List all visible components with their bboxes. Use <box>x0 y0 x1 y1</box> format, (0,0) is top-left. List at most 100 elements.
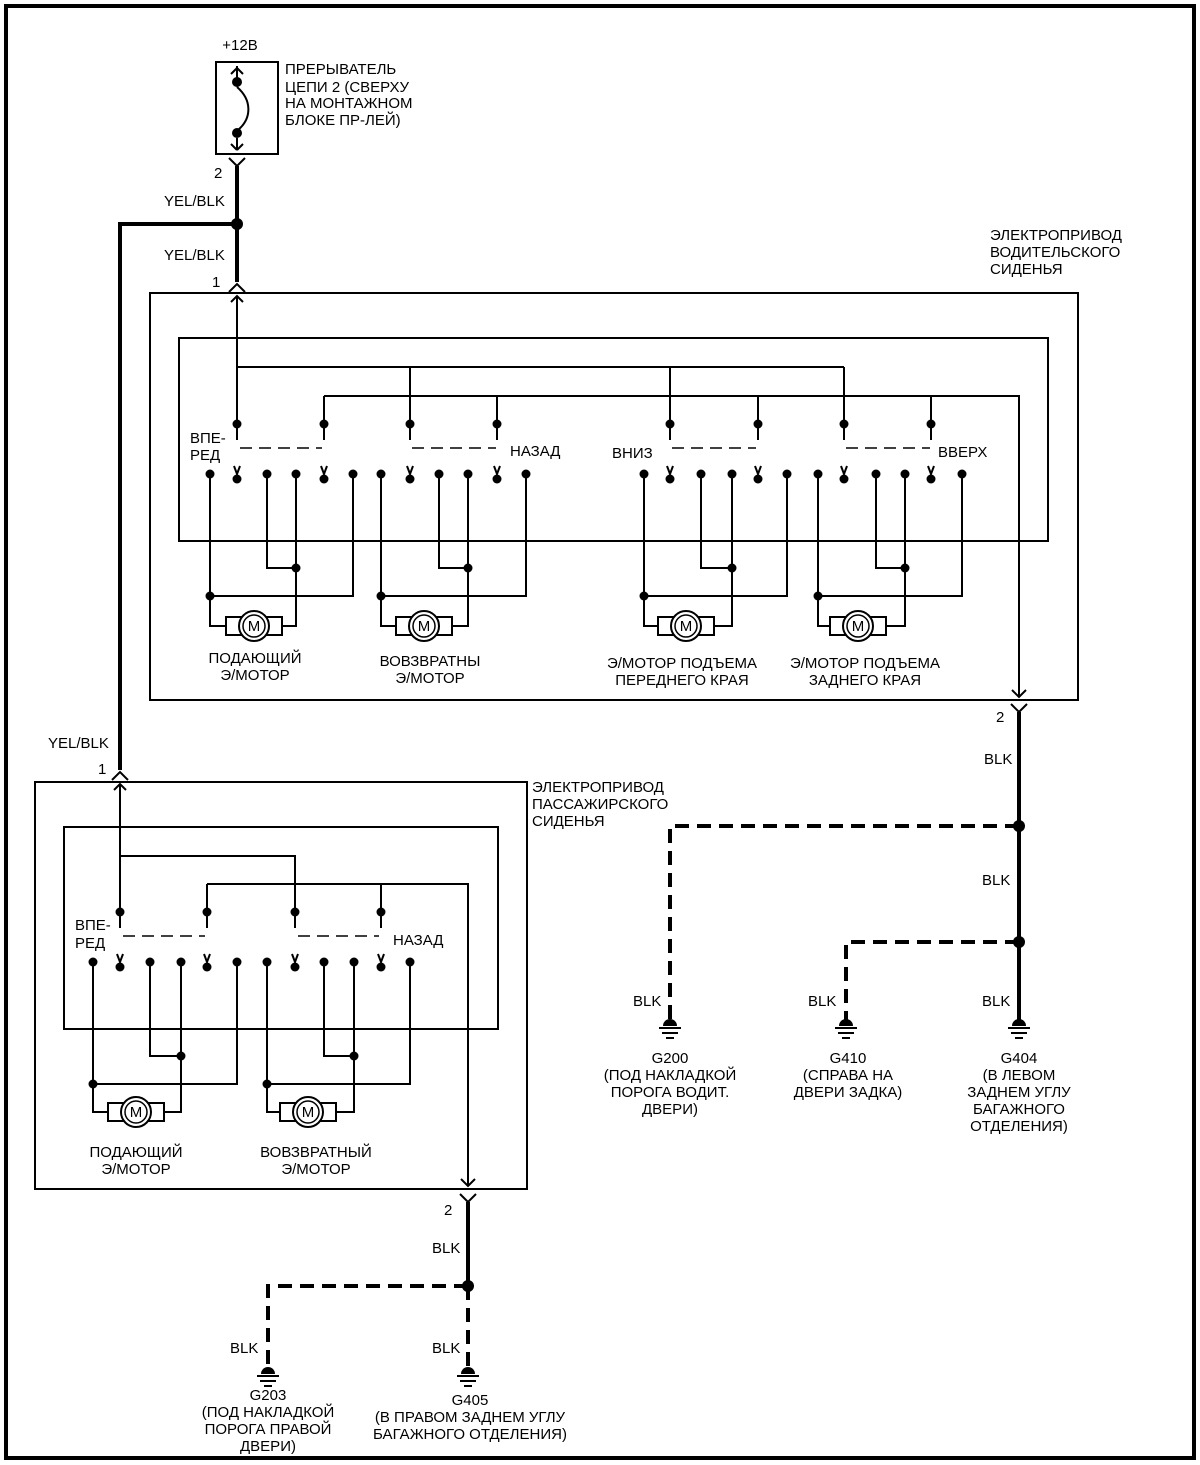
switch-blade <box>840 424 848 477</box>
breaker-label-line-2: ЦЕПИ 2 (СВЕРХУ <box>285 79 410 96</box>
passenger-seat-title-1: ЭЛЕКТРОПРИВОД <box>532 779 664 796</box>
ground-g404-line-4: ОТДЕЛЕНИЯ) <box>970 1118 1068 1135</box>
driver-ground-bus <box>323 395 1020 697</box>
driver-switch-down-label: ВНИЗ <box>612 445 653 462</box>
ground-g404-line-2: ЗАДНЕМ УГЛУ <box>967 1084 1071 1101</box>
connector-breaker-pin-2 <box>228 157 246 168</box>
driver-motor-2-label-1: ВОВЗВРАТНЫ <box>380 653 481 670</box>
wire-label-blk-g404: BLK <box>982 993 1010 1010</box>
ground-g200-line-3: ДВЕРИ) <box>642 1101 698 1118</box>
driver-seat-title-2: ВОДИТЕЛЬСКОГО <box>990 244 1120 261</box>
switch-contact-dot <box>319 474 329 484</box>
ground-icon <box>839 1019 853 1026</box>
passenger-motor-2-label-1: ВОВЗВРАТНЫЙ <box>260 1143 372 1161</box>
switch-contact-dot <box>115 962 125 972</box>
wire-label-blk-d2: BLK <box>982 872 1010 889</box>
passenger-switch-panel <box>63 826 499 1030</box>
passenger-switch-forward-label-2: РЕД <box>75 935 105 952</box>
wire <box>323 962 355 1057</box>
driver-switch-forward-label-1: ВПЕ- <box>190 430 226 447</box>
motor-inner-circle <box>124 1100 148 1124</box>
wire-label-blk-g203: BLK <box>230 1340 258 1357</box>
switch-contact-dot <box>753 474 763 484</box>
driver-switch-blades <box>233 424 935 477</box>
driver-motor-1-label-2: Э/МОТОР <box>220 667 289 684</box>
wire-ground-g200 <box>668 824 1019 1022</box>
switch-contact-dot <box>926 474 936 484</box>
switch-blade <box>233 424 241 477</box>
driver-motor-1-label-1: ПОДАЮЩИЙ <box>208 649 301 667</box>
wire <box>266 474 297 569</box>
motor-symbol-label: M <box>248 618 261 635</box>
passenger-seat-module: ЭЛЕКТРОПРИВОД ПАССАЖИРСКОГО СИДЕНЬЯ 1 ВП… <box>34 761 668 1190</box>
wire-label-blk-g200: BLK <box>633 993 661 1010</box>
junction-dot <box>813 591 823 601</box>
driver-feed-arrow <box>230 294 244 424</box>
ground-g404-line-3: БАГАЖНОГО <box>973 1101 1065 1118</box>
passenger-switch-back-label: НАЗАД <box>393 932 443 949</box>
passenger-feed-arrow <box>113 782 127 912</box>
ground-icon <box>1012 1019 1026 1026</box>
wire <box>380 474 396 627</box>
switch-blade <box>116 912 124 965</box>
driver-seat-title-3: СИДЕНЬЯ <box>990 261 1063 278</box>
wire <box>93 962 238 1085</box>
switch-contact-dot <box>376 962 386 972</box>
switch-blade <box>754 424 762 477</box>
switch-blade <box>927 424 935 477</box>
motor-symbol-label: M <box>680 618 693 635</box>
motor-inner-circle <box>412 614 436 638</box>
connector-driver-pin-2 <box>1010 703 1028 714</box>
wire <box>209 474 226 627</box>
connector-passenger-pin-2 <box>459 1193 477 1204</box>
driver-seat-title-1: ЭЛЕКТРОПРИВОД <box>990 227 1122 244</box>
driver-switch-panel <box>178 337 1049 542</box>
wire <box>92 962 108 1113</box>
junction-dot <box>376 591 386 601</box>
switch-contact-dot <box>290 962 300 972</box>
wire <box>644 474 788 597</box>
junction-dot <box>639 591 649 601</box>
ground-icon <box>261 1367 275 1374</box>
ground-symbols <box>257 1019 1030 1387</box>
passenger-seat-title-2: ПАССАЖИРСКОГО <box>532 796 668 813</box>
wire-label-yel-blk-1: YEL/BLK <box>164 193 225 210</box>
driver-motor-3-label-1: Э/МОТОР ПОДЪЕМА <box>607 655 757 672</box>
passenger-switch-junctions <box>88 907 415 972</box>
junction-dot <box>88 1079 98 1089</box>
motor-symbol-label: M <box>130 1104 143 1121</box>
ground-g410-line-2: ДВЕРИ ЗАДКА) <box>794 1084 903 1101</box>
passenger-motor-1-label-1: ПОДАЮЩИЙ <box>89 1143 182 1161</box>
supply-voltage-label: +12В <box>222 37 257 54</box>
motor-inner-circle <box>242 614 266 638</box>
driver-motor-4-label-2: ЗАДНЕГО КРАЯ <box>809 672 921 689</box>
switch-contact-dot <box>405 474 415 484</box>
switch-blade <box>291 912 299 965</box>
driver-pin-out-label: 2 <box>996 709 1004 726</box>
ground-g404-id: G404 <box>1001 1050 1038 1067</box>
wire <box>875 474 906 569</box>
wire-label-yel-blk-3: YEL/BLK <box>48 735 109 752</box>
passenger-motor-1-label-2: Э/МОТОР <box>101 1161 170 1178</box>
motor-symbol-label: M <box>852 618 865 635</box>
driver-pin-in-label: 1 <box>212 274 220 291</box>
wire-label-blk-g405: BLK <box>432 1340 460 1357</box>
switch-contact-dot <box>492 474 502 484</box>
wire-label-yel-blk-2: YEL/BLK <box>164 247 225 264</box>
switch-blade <box>406 424 414 477</box>
driver-seat-outer-box <box>149 292 1079 701</box>
switch-blade <box>493 424 501 477</box>
ground-icon-bars <box>659 1027 681 1039</box>
driver-switch-up-label: ВВЕРХ <box>938 444 987 461</box>
ground-icon <box>663 1019 677 1026</box>
motor-inner-circle <box>674 614 698 638</box>
passenger-seat-title-3: СИДЕНЬЯ <box>532 813 605 830</box>
breaker-label-line-1: ПРЕРЫВАТЕЛЬ <box>285 61 396 78</box>
passenger-switch-blades <box>116 912 385 965</box>
wire <box>381 474 527 597</box>
wire <box>452 568 469 627</box>
motor-inner-circle <box>846 614 870 638</box>
